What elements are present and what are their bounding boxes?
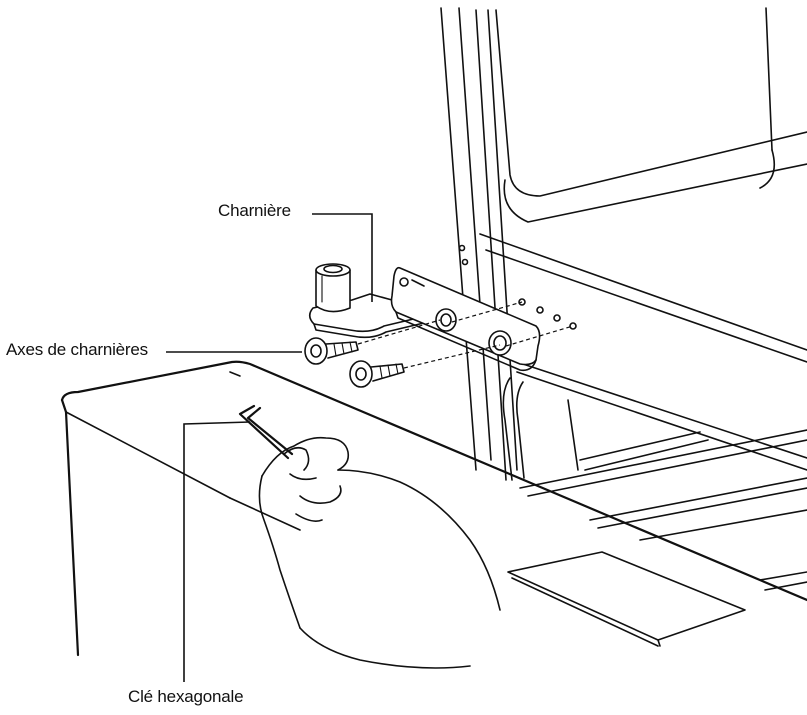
hinge-label: Charnière bbox=[218, 201, 291, 220]
hex-key-label: Clé hexagonale bbox=[128, 687, 244, 706]
appliance-frame bbox=[440, 7, 807, 591]
hinge-pins-label: Axes de charnières bbox=[6, 340, 148, 359]
hinge bbox=[308, 263, 541, 372]
hinge-pins bbox=[304, 301, 574, 388]
door-panel bbox=[60, 360, 807, 657]
hand-with-hex-key bbox=[238, 404, 501, 669]
leader-lines bbox=[166, 213, 373, 682]
hex-key-leader-line bbox=[183, 421, 251, 682]
hinge-leader-line bbox=[312, 213, 373, 302]
